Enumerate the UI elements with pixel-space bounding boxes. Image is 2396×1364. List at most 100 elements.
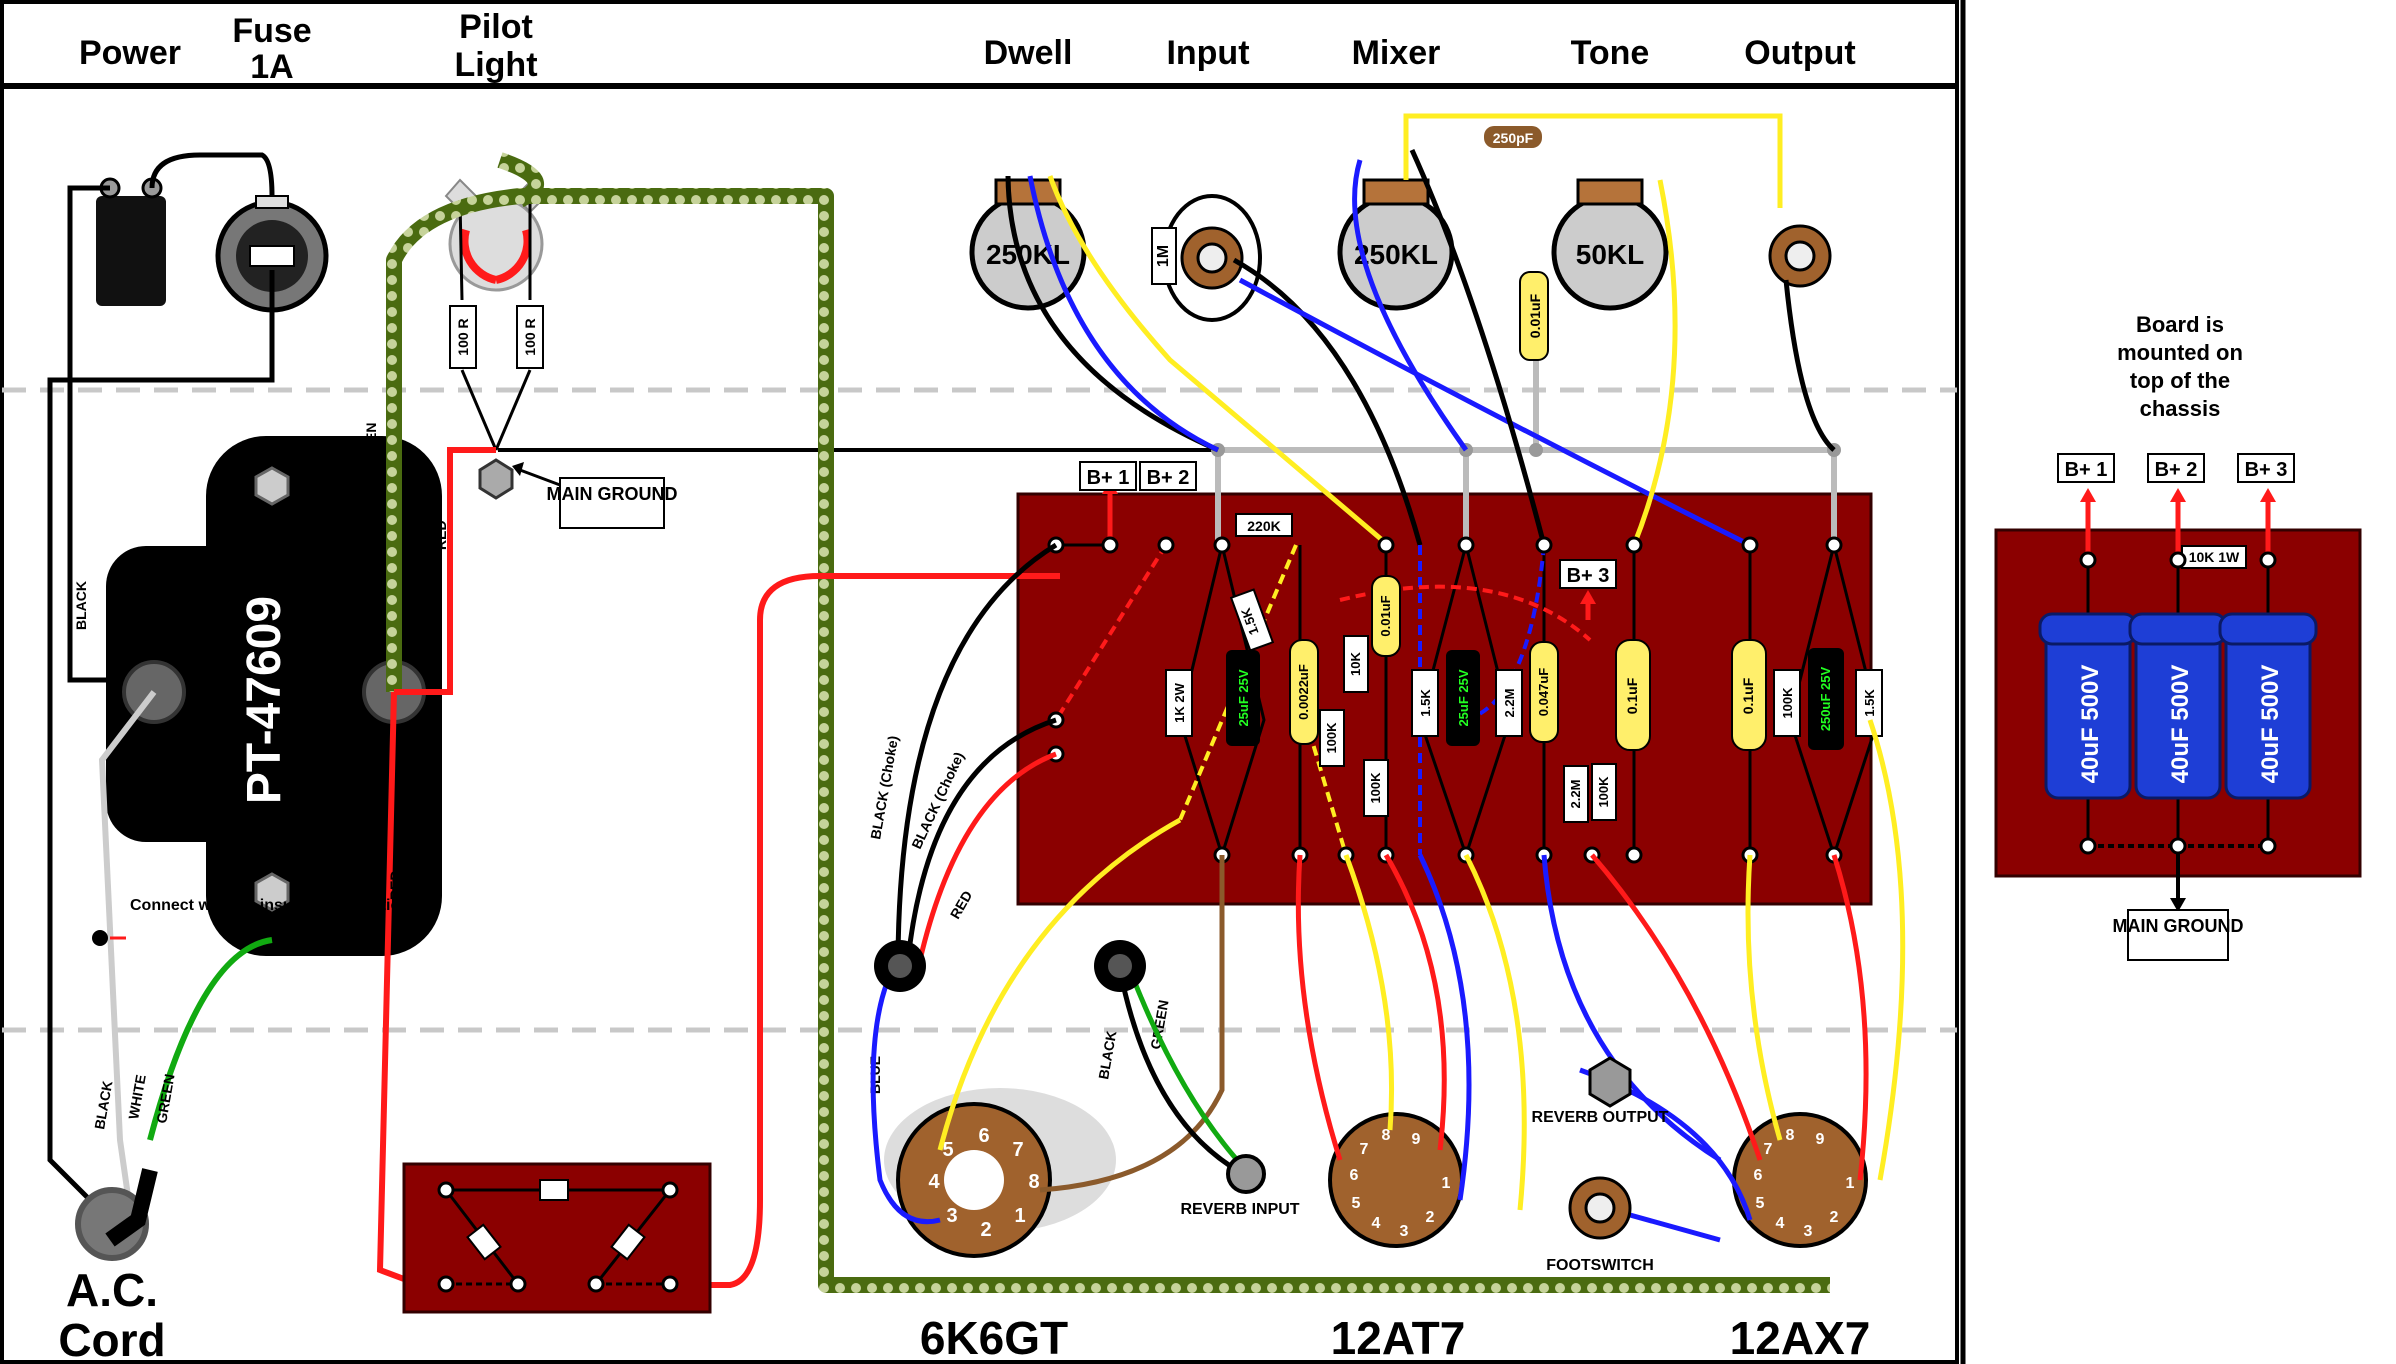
tube-label-12at7: 12AT7 (1331, 1312, 1466, 1364)
mixer-tone-cap-label: 250pF (1493, 130, 1534, 146)
at7-pin-9: 9 (1412, 1131, 1421, 1148)
r100k-d-label: 100K (1780, 687, 1795, 719)
ax7-pin-6: 6 (1754, 1167, 1763, 1184)
at7-pin-1: 1 (1442, 1175, 1451, 1192)
b-plus-arrows: B+ 1 B+ 2 B+ 3 (1079, 461, 1617, 620)
c25uf-a-label: 25uF 25V (1236, 669, 1251, 726)
r2-2m-b-label: 2.2M (1568, 780, 1583, 809)
reverb-output-jack[interactable]: REVERB OUTPUT (1532, 1056, 1669, 1126)
label-black-3: BLACK (1095, 1029, 1119, 1080)
ax7-pin-1: 1 (1846, 1175, 1855, 1192)
label-red-3: RED (947, 888, 976, 922)
c0-047-label: 0.047uF (1536, 668, 1551, 716)
filter-cap-2: 40uF 500V (2128, 612, 2228, 800)
ac-cord-line2: Cord (58, 1314, 165, 1364)
label-red-1: RED (433, 520, 449, 550)
ax7-pin-8: 8 (1786, 1127, 1795, 1144)
octal-pin-7: 7 (1012, 1139, 1023, 1161)
header-pilot-1: Pilot (459, 8, 533, 46)
tone-cap: 0.01uF (1519, 271, 1549, 361)
rectifier-board (402, 1162, 712, 1314)
tube-label-6k6gt: 6K6GT (920, 1312, 1068, 1364)
r2-2m-a-label: 2.2M (1502, 689, 1517, 718)
fuse-holder[interactable] (215, 195, 329, 313)
pilot-light: 100 R 100 R (444, 178, 548, 451)
side-b2-label: B+ 2 (2155, 459, 2198, 481)
label-green-green: GREEN & GREEN (363, 423, 379, 540)
mixer-pot[interactable]: 250KL (1337, 178, 1455, 311)
ax7-pin-9: 9 (1816, 1131, 1825, 1148)
reverb-input-jack[interactable]: REVERB INPUT (1180, 1154, 1300, 1218)
r100k-b-label: 100K (1368, 772, 1383, 804)
header-output: Output (1744, 34, 1855, 72)
label-red-2: RED (387, 870, 403, 900)
c0-1-b-label: 0.1uF (1740, 677, 1756, 714)
reverb-output-text: REVERB OUTPUT (1532, 1109, 1669, 1126)
octal-pin-1: 1 (1014, 1205, 1025, 1227)
header-tone: Tone (1571, 34, 1650, 72)
header-fuse-1: Fuse (232, 12, 311, 50)
tone-cap-label: 0.01uF (1527, 293, 1543, 338)
c0-01-b-label: 0.01uF (1378, 595, 1393, 636)
input-jack[interactable]: 1M (1151, 194, 1262, 322)
main-circuit-board (1016, 492, 1873, 906)
footswitch-jack[interactable]: FOOTSWITCH (1546, 1176, 1654, 1274)
at7-pin-2: 2 (1426, 1209, 1435, 1226)
label-black-1: BLACK (73, 581, 89, 630)
side-resistor-label: 10K 1W (2189, 549, 2240, 565)
heater-twisted-pair (386, 152, 1830, 1293)
ac-cord-plug (75, 1168, 158, 1261)
main-ground-lug: MAIN GROUND (478, 458, 678, 529)
reverb-input-label: REVERB INPUT (1180, 1201, 1299, 1218)
board-components: 220K 1K 2W 25uF 25V 1.5K 0.0022uF 100K 1… (1165, 513, 1883, 823)
header-mixer: Mixer (1352, 34, 1441, 72)
reverb-output-label: REVERB OUTPUT (1532, 1109, 1669, 1126)
reverb-jack-terminal (1094, 940, 1146, 992)
side-note-2: mounted on (2117, 340, 2243, 365)
b-plus-2-label: B+ 2 (1147, 467, 1190, 489)
label-black-choke-1: BLACK (Choke) (867, 734, 901, 840)
octal-pin-2: 2 (980, 1219, 991, 1241)
bottom-labels: A.C. Cord 6K6GT 12AT7 12AX7 (58, 1264, 1870, 1364)
filter-cap-board: Board is mounted on top of the chassis B… (1994, 312, 2362, 961)
side-b3-label: B+ 3 (2245, 459, 2288, 481)
filter-cap-1: 40uF 500V (2038, 612, 2138, 800)
dwell-pot[interactable]: 250KL (969, 178, 1087, 311)
label-white-1: WHITE (139, 745, 155, 790)
label-black-2: BLACK (91, 1079, 115, 1130)
connection-note: Connect wires & insulate connection (92, 897, 410, 946)
pilot-resistor-right: 100 R (522, 318, 538, 355)
filter-cap-3: 40uF 500V (2218, 612, 2318, 800)
side-ground-label: MAIN GROUND (2113, 916, 2244, 936)
r100k-c-label: 100K (1596, 776, 1611, 808)
side-b1-label: B+ 1 (2065, 459, 2108, 481)
reverb-input-text: REVERB INPUT (1180, 1201, 1299, 1218)
c0-1-a-label: 0.1uF (1624, 677, 1640, 714)
power-switch[interactable] (96, 177, 166, 306)
octal-pin-6: 6 (978, 1125, 989, 1147)
chassis-frame (0, 0, 1966, 1364)
header-labels: Power Fuse 1A Pilot Light Dwell Input Mi… (79, 8, 1856, 86)
tube-12ax7: 1 2 3 4 5 6 7 8 9 (1732, 1112, 1868, 1248)
octal-pin-5: 5 (942, 1139, 953, 1161)
ax7-pin-4: 4 (1776, 1215, 1785, 1232)
header-power: Power (79, 34, 181, 72)
c0-0022-label: 0.0022uF (1296, 664, 1311, 720)
tone-pot[interactable]: 50KL (1551, 178, 1669, 311)
pilot-resistor-left: 100 R (455, 318, 471, 355)
ax7-pin-2: 2 (1830, 1209, 1839, 1226)
filter-cap-1-label: 40uF 500V (2077, 665, 2104, 784)
filter-cap-3-label: 40uF 500V (2257, 665, 2284, 784)
tube-label-12ax7: 12AX7 (1730, 1312, 1871, 1364)
header-dwell: Dwell (984, 34, 1073, 72)
side-note-3: top of the (2130, 368, 2230, 393)
output-jack[interactable] (1768, 224, 1832, 288)
side-note-4: chassis (2140, 396, 2221, 421)
c25uf-b-label: 25uF 25V (1456, 669, 1471, 726)
b-plus-3-label: B+ 3 (1567, 565, 1610, 587)
at7-pin-6: 6 (1350, 1167, 1359, 1184)
r1k2w-label: 1K 2W (1172, 682, 1187, 722)
label-green-1: GREEN (153, 1073, 177, 1125)
input-resistor-label: 1M (1155, 245, 1172, 267)
